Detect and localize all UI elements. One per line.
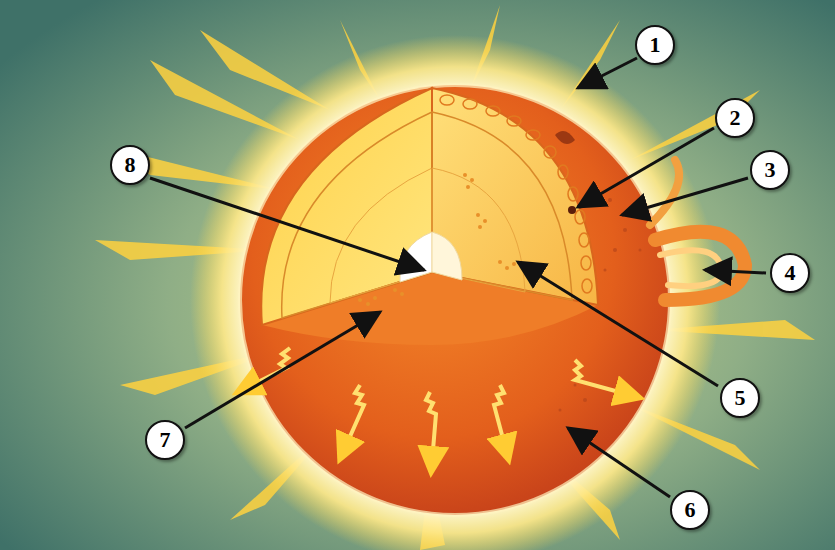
callout-number: 2 [730, 107, 741, 129]
callout-number: 8 [125, 154, 136, 176]
callout-circle: 5 [720, 378, 760, 418]
callout-circle: 3 [750, 150, 790, 190]
callout-circle: 8 [110, 145, 150, 185]
callout-circle: 1 [635, 25, 675, 65]
callout-circle: 7 [145, 420, 185, 460]
callout-circle: 4 [770, 253, 810, 293]
callout-number: 1 [650, 34, 661, 56]
callout-number: 6 [685, 499, 696, 521]
callout-number: 3 [765, 159, 776, 181]
callout-number: 5 [735, 387, 746, 409]
callout-circle: 2 [715, 98, 755, 138]
callout-number: 7 [160, 429, 171, 451]
callout-number: 4 [785, 262, 796, 284]
callout-circle: 6 [670, 490, 710, 530]
